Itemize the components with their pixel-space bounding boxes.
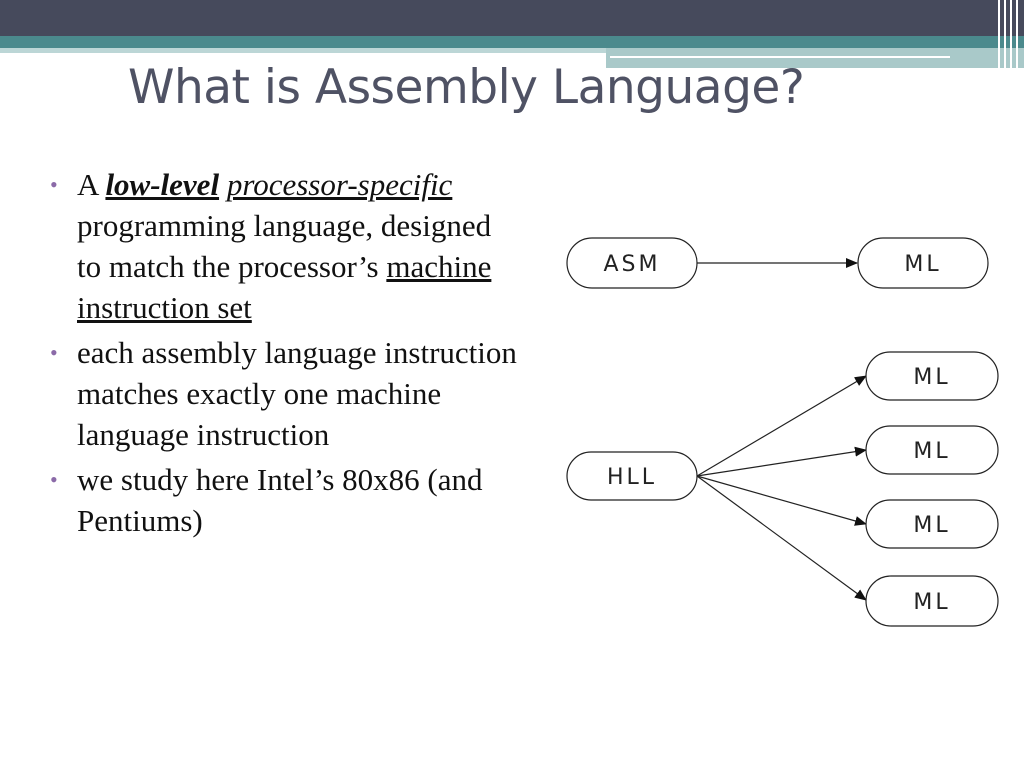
- bullet-item-definition: A low-level processor-specific programmi…: [50, 164, 520, 328]
- header-accent-band: [0, 36, 1024, 48]
- ml-label-asm-target: ML: [904, 252, 941, 277]
- bullet-item-intel: we study here Intel’s 80x86 (and Pentium…: [50, 459, 520, 541]
- bullet-text-a: A: [77, 167, 98, 202]
- term-low-level: low-level: [105, 167, 220, 202]
- header-accent-light: [0, 48, 606, 53]
- hll-to-ml-arrow-2: [696, 446, 867, 477]
- ml-node-asm-target: [857, 237, 989, 289]
- ml-node-hll-target-4: [865, 575, 999, 627]
- header-accent-right: [606, 48, 1024, 68]
- ml-label-hll-target-2: ML: [913, 439, 950, 464]
- hll-to-ml-arrow-3: [696, 475, 867, 526]
- ml-label-hll-target-3: ML: [913, 513, 950, 538]
- corner-decoration: [994, 0, 1024, 68]
- term-processor-specific: processor-specific: [226, 167, 453, 202]
- ml-node-hll-target-3: [865, 499, 999, 549]
- ml-label-hll-target-1: ML: [913, 365, 950, 390]
- ml-label-hll-target-4: ML: [913, 590, 950, 615]
- ml-node-hll-target-1: [865, 351, 999, 401]
- asm-label: ASM: [604, 252, 661, 277]
- hll-to-ml-arrow-1: [696, 375, 867, 477]
- bullet-text-rest: programming language, designed to match …: [77, 208, 492, 284]
- hll-label: HLL: [607, 465, 657, 490]
- header-divider-line: [610, 56, 950, 58]
- term-machine-instruction-set: machine instruction set: [77, 249, 492, 325]
- slide-title: What is Assembly Language?: [128, 60, 805, 115]
- ml-node-hll-target-2: [865, 425, 999, 475]
- header-band: [0, 0, 1024, 36]
- bullet-list: A low-level processor-specific programmi…: [50, 164, 520, 545]
- bullet-item-one-to-one: each assembly language instruction match…: [50, 332, 520, 455]
- hll-to-ml-arrow-4: [696, 475, 867, 601]
